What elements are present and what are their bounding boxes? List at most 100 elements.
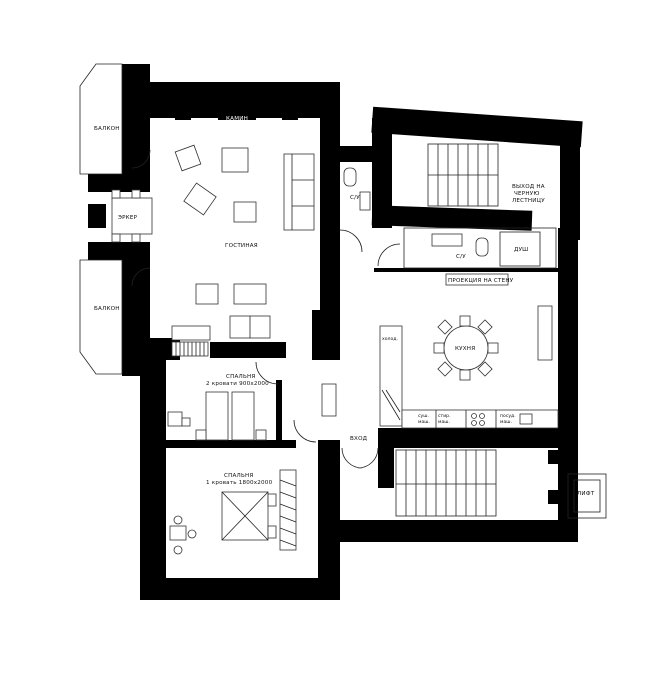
balconies: БАЛКОН БАЛКОН bbox=[79, 63, 123, 375]
wall-projection bbox=[374, 268, 560, 272]
wall-stair-bottom bbox=[371, 205, 533, 231]
coffee-table bbox=[221, 147, 249, 173]
table bbox=[169, 525, 187, 541]
main-stairs bbox=[395, 449, 497, 517]
wall-stair2-left bbox=[378, 448, 394, 488]
dishwasher-label-2: маш. bbox=[500, 420, 512, 425]
entrance-label: ВХОД bbox=[350, 436, 368, 442]
chair bbox=[131, 189, 141, 199]
kitchen-counter bbox=[401, 409, 559, 429]
side-cabinet bbox=[537, 305, 553, 361]
entrance: ВХОД bbox=[321, 383, 379, 469]
balcony-bottom-label: БАЛКОН bbox=[94, 306, 120, 312]
dryer-label-2: маш. bbox=[418, 420, 430, 425]
bathroom-outline bbox=[403, 227, 557, 269]
back-stairs-label-2: ЧЕРНУЮ bbox=[514, 191, 540, 197]
chair bbox=[477, 319, 493, 335]
bedroom-2: СПАЛЬНЯ 1 кровать 1800х2000 bbox=[169, 469, 297, 555]
chair bbox=[437, 361, 453, 377]
balcony-top-outline bbox=[79, 63, 123, 175]
door-swing bbox=[131, 149, 151, 169]
lift-label: ЛИФТ bbox=[577, 491, 595, 497]
bathroom: С/У ДУШ bbox=[377, 227, 557, 269]
wall-bay-bottom bbox=[88, 242, 150, 260]
washer-label-1: стир. bbox=[438, 414, 451, 419]
door-swing bbox=[357, 447, 379, 469]
pilaster bbox=[175, 100, 191, 120]
bedroom2-title: СПАЛЬНЯ bbox=[224, 473, 253, 479]
chair bbox=[181, 417, 191, 427]
lift-cabin bbox=[573, 479, 601, 513]
chair bbox=[173, 515, 183, 525]
wall-bed1-right bbox=[276, 380, 282, 440]
shower-label: ДУШ bbox=[514, 247, 528, 253]
fireplace-label: КАМИН bbox=[226, 116, 248, 122]
wall-corridor-upper bbox=[312, 310, 340, 360]
bay-label: ЭРКЕР bbox=[118, 215, 138, 221]
bedroom2-subtitle: 1 кровать 1800х2000 bbox=[206, 480, 273, 486]
living-label: ГОСТИНАЯ bbox=[225, 243, 258, 249]
cabinet bbox=[321, 383, 337, 417]
back-stairs-label-1: ВЫХОД НА bbox=[512, 184, 545, 190]
chair bbox=[459, 369, 471, 381]
wall-stair-top bbox=[371, 106, 583, 148]
wall-living-right bbox=[320, 82, 340, 312]
armchair bbox=[174, 144, 202, 172]
sink bbox=[359, 191, 371, 211]
chair bbox=[487, 342, 499, 354]
pilaster bbox=[282, 100, 298, 120]
wall-bed1-top bbox=[210, 342, 286, 358]
wall-wc-top bbox=[340, 146, 374, 162]
wall-bottom-right bbox=[340, 520, 578, 542]
desk bbox=[167, 411, 183, 427]
wall-right-ext bbox=[558, 228, 578, 528]
nightstand bbox=[255, 429, 267, 441]
chair bbox=[459, 315, 471, 327]
door-swing bbox=[255, 361, 279, 385]
wardrobe bbox=[171, 341, 209, 357]
nightstand bbox=[267, 525, 277, 539]
wc-small: С/У bbox=[339, 167, 371, 253]
lift-wall bbox=[548, 490, 560, 504]
chair bbox=[187, 529, 197, 539]
door-swing bbox=[293, 419, 317, 443]
chair bbox=[111, 189, 121, 199]
kitchen-label: КУХНЯ bbox=[455, 346, 475, 352]
bed bbox=[205, 391, 229, 441]
projection-label: ПРОЕКЦИЯ НА СТЕНУ bbox=[448, 278, 514, 284]
walls bbox=[88, 64, 583, 600]
back-stairs: ВЫХОД НА ЧЕРНУЮ ЛЕСТНИЦУ bbox=[427, 143, 545, 207]
tall-cabinets bbox=[379, 325, 403, 427]
armchair bbox=[233, 283, 267, 305]
toilet bbox=[343, 167, 357, 187]
wall-left-upper bbox=[122, 64, 150, 174]
nightstand bbox=[267, 493, 277, 507]
dryer-label-1: суш. bbox=[418, 414, 429, 419]
lift: ЛИФТ bbox=[567, 473, 607, 519]
wall-bottom bbox=[140, 578, 340, 600]
chair bbox=[173, 545, 183, 555]
bed bbox=[231, 391, 255, 441]
vanity bbox=[431, 233, 463, 247]
bedroom1-title: СПАЛЬНЯ bbox=[226, 374, 255, 380]
door-swing bbox=[341, 447, 363, 469]
wc-small-label: С/У bbox=[350, 195, 360, 201]
fireplace-block bbox=[218, 108, 256, 120]
chair bbox=[131, 233, 141, 243]
lift-wall bbox=[548, 450, 560, 464]
wardrobe bbox=[279, 469, 297, 551]
balcony-top-label: БАЛКОН bbox=[94, 126, 120, 132]
sofa bbox=[283, 153, 315, 231]
wall-bay-top bbox=[88, 174, 150, 192]
kitchen: ПРОЕКЦИЯ НА СТЕНУ холод. суш. маш. стир.… bbox=[379, 273, 559, 429]
wall-corridor-lower bbox=[318, 440, 340, 590]
door-swing bbox=[131, 267, 151, 287]
bedroom1-subtitle: 2 кровати 900х2000 bbox=[206, 381, 269, 387]
wall-bed-left bbox=[140, 360, 166, 580]
toilet bbox=[475, 237, 489, 257]
sideboard bbox=[171, 325, 211, 341]
wall-stair-right bbox=[560, 128, 580, 240]
wall-stair-left bbox=[372, 118, 392, 228]
side-table bbox=[233, 201, 257, 223]
